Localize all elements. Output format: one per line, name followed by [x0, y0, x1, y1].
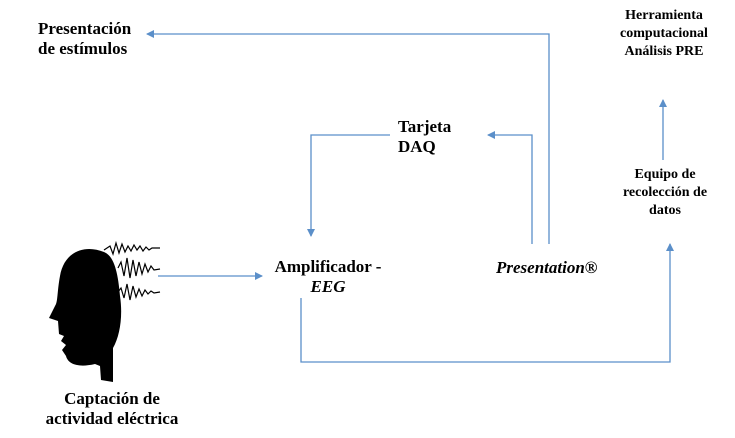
stimulus-label-line2: de estímulos: [38, 39, 128, 58]
stimulus-presentation-label: Presentación de estímulos: [38, 19, 131, 59]
arrow-presentation-to-daq: [487, 131, 533, 244]
daq-card-label: Tarjeta DAQ: [398, 117, 468, 157]
capture-label-line1: Captación de: [64, 389, 160, 408]
daq-label-line2: DAQ: [398, 137, 436, 156]
tool-label-line1: Herramienta: [625, 8, 703, 23]
amplifier-label-line2: EEG: [310, 277, 346, 296]
data-collector-label: Equipo de recolección de datos: [609, 166, 721, 220]
arrow-amplifier-to-collector: [300, 243, 674, 363]
tool-label-line2: computacional: [620, 26, 708, 41]
stimulus-label-line1: Presentación: [38, 19, 132, 38]
connectors: [146, 30, 674, 363]
collector-label-line1: Equipo de: [634, 167, 696, 182]
head-silhouette-icon: [49, 249, 122, 382]
arrow-presentation-to-stimulus: [146, 30, 550, 244]
eeg-waveform-icon: [103, 240, 161, 301]
collector-label-line3: datos: [649, 203, 681, 218]
presentation-label-line1: Presentation®: [496, 258, 598, 277]
analysis-tool-label: Herramienta computacional Análisis PRE: [608, 7, 720, 61]
amplifier-label-line1: Amplificador -: [274, 257, 382, 276]
arrow-daq-to-amplifier: [307, 134, 390, 237]
amplifier-eeg-label: Amplificador - EEG: [262, 257, 394, 297]
capture-label-line2: actividad eléctrica: [45, 409, 179, 428]
presentation-software-label: Presentation®: [496, 258, 598, 278]
tool-label-line3: Análisis PRE: [624, 44, 704, 59]
daq-label-line1: Tarjeta: [398, 117, 452, 136]
electrical-activity-capture-label: Captación de actividad eléctrica: [28, 389, 196, 429]
collector-label-line2: recolección de: [622, 185, 708, 200]
